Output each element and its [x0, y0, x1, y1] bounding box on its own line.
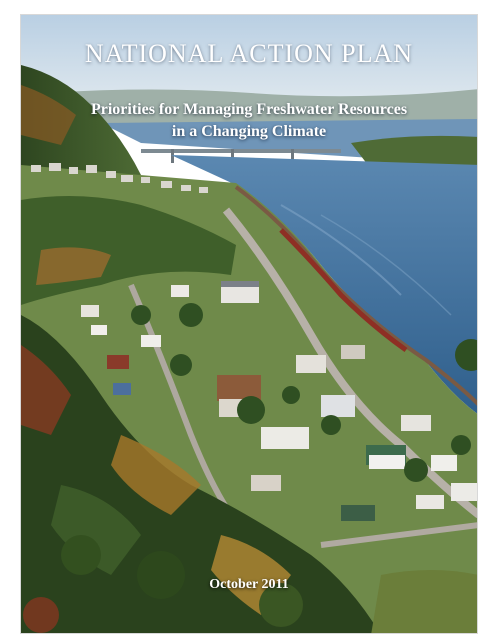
train	[279, 228, 408, 353]
river	[171, 155, 477, 414]
report-cover: NATIONAL ACTION PLAN Priorities for Mana…	[20, 14, 478, 634]
side-road	[128, 283, 234, 517]
cover-subtitle-line2: in a Changing Climate	[171, 123, 327, 140]
main-road	[222, 207, 477, 519]
town-trees	[131, 303, 477, 482]
far-town	[31, 163, 208, 193]
left-bluff	[21, 65, 141, 185]
cross-road	[320, 522, 477, 548]
distant-hills	[21, 89, 477, 125]
bridge	[141, 149, 341, 153]
railroad	[234, 185, 477, 406]
cover-photo-aerial-river-town	[21, 15, 477, 633]
cover-title: NATIONAL ACTION PLAN	[84, 39, 414, 68]
cover-subtitle-line1: Priorities for Managing Freshwater Resou…	[90, 101, 408, 118]
cover-date: October 2011	[209, 577, 289, 592]
sky	[21, 15, 477, 105]
cover-subtitle: Priorities for Managing Freshwater Resou…	[21, 99, 477, 143]
